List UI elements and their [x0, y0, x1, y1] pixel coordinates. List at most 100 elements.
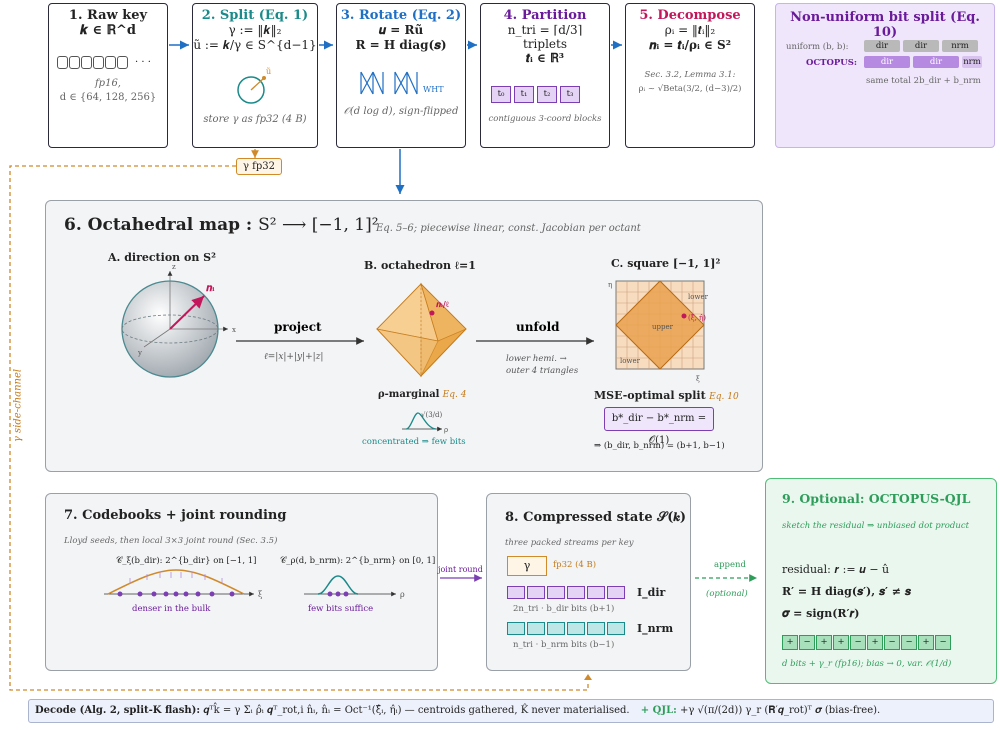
- mse-formula-box: b*_dir − b*_nrm = 𝒪(1): [604, 407, 714, 446]
- partition-formula-1: n_tri = ⌈d/3⌉: [507, 23, 583, 37]
- decode-label: Decode (Alg. 2, split-K flash):: [35, 705, 201, 716]
- codebook-xi-label: 𝒞_ξ(b_dir): 2^{b_dir} on [−1, 1]: [116, 556, 257, 566]
- unfold-note-2: outer 4 triangles: [506, 366, 579, 376]
- unfold-label: unfold: [516, 320, 560, 334]
- compressed-subtitle: three packed streams per key: [505, 538, 634, 548]
- inrm-stream: [507, 622, 625, 635]
- raw-key-title: 1. Raw key: [68, 8, 148, 23]
- codebook-rho-label: 𝒞_ρ(d, b_nrm): 2^{b_nrm} on [0, 1]: [280, 556, 436, 566]
- idir-note: 2n_tri · b_dir bits (b+1): [513, 604, 615, 614]
- rotate-formula-2: 𝐑 = 𝐇 diag(𝒔): [355, 38, 447, 52]
- qjl-decode-label: + QJL:: [640, 705, 677, 716]
- project-label: project: [274, 320, 322, 334]
- bit-cell: nrm: [962, 56, 982, 68]
- axis-x: x: [232, 326, 236, 334]
- partition-formula-2: triplets: [523, 37, 567, 51]
- nonuniform-row2-label: OCTOPUS:: [806, 58, 857, 68]
- unit-circle-icon: ũ: [237, 67, 271, 104]
- idir-label: 𝐈_dir: [637, 586, 666, 599]
- codebooks-panel: 7. Codebooks + joint rounding Lloyd seed…: [45, 493, 438, 671]
- sphere-icon: z x y 𝒏ᵢ: [121, 263, 236, 378]
- top-arrows: [169, 40, 622, 194]
- bit-cell: dir: [864, 56, 910, 68]
- b-title: B. octahedron ℓ=1: [364, 259, 476, 272]
- nonuniform-panel: Non-uniform bit split (Eq. 10) uniform (…: [775, 3, 995, 148]
- square-grid-icon: (ξ̂, η̂) upper lower lower η ξ: [608, 280, 709, 383]
- bit-cell: nrm: [942, 40, 978, 52]
- nonuniform-row1: dir dir nrm: [864, 40, 978, 52]
- joint-round-label: joint round: [438, 565, 483, 574]
- split-formula-1: γ := ‖𝒌‖₂: [228, 23, 282, 37]
- rho-note: concentrated ⇒ few bits: [362, 437, 466, 447]
- triplet-cell: t₀: [491, 86, 511, 103]
- project-note: ℓ=|x|+|y|+|z|: [264, 352, 323, 362]
- mse-title: MSE-optimal split Eq. 10: [594, 389, 739, 402]
- unfold-note-1: lower hemi. →: [506, 354, 567, 364]
- octa-title: 6. Octahedral map : S² ⟶ [−1, 1]²: [64, 215, 379, 235]
- optional-label: (optional): [706, 589, 748, 599]
- split-note: store γ as fp32 (4 B): [203, 114, 307, 125]
- codebooks-subtitle: Lloyd seeds, then local 3×3 joint round …: [64, 536, 278, 546]
- split-formula-2: ũ := 𝒌/γ ∈ S^{d−1}: [193, 38, 317, 52]
- sign-cell: −: [799, 635, 815, 650]
- rho-axis: ρ: [444, 426, 448, 434]
- raw-key-cells: · · ·: [57, 56, 167, 72]
- rho-sqrt: √(3/d): [421, 411, 442, 419]
- qjl-title: 9. Optional: OCTOPUS-QJL: [782, 491, 971, 506]
- bit-cell: dir: [913, 56, 959, 68]
- rotate-title: 3. Rotate (Eq. 2): [340, 8, 462, 23]
- codebook-xi-axis: ξ: [258, 590, 263, 599]
- butterfly-icon: WHT: [360, 71, 444, 95]
- wht-label: WHT: [423, 85, 444, 94]
- octa-subtitle: Eq. 5–6; piecewise linear, const. Jacobi…: [376, 223, 641, 234]
- qjl-note: d bits + γ_r (fp16); bias → 0, var. 𝒪(1/…: [782, 659, 952, 669]
- sign-cells: + − + + − + − − + −: [782, 635, 951, 650]
- decompose-note-1: Sec. 3.2, Lemma 3.1:: [644, 70, 736, 80]
- inrm-label: 𝐈_nrm: [637, 622, 674, 635]
- triplet-cells: t₀ t₁ t₂ t₃: [491, 86, 580, 103]
- append-arrow: [695, 574, 757, 582]
- nonuniform-row1-label: uniform (b, b):: [786, 42, 849, 52]
- raw-key-note2: d ∈ {64, 128, 256}: [59, 92, 157, 103]
- lower-label: lower: [688, 293, 709, 301]
- upper-label: upper: [652, 323, 674, 331]
- decompose-box: 5. Decompose ρᵢ = ‖𝒕ᵢ‖₂ 𝒏ᵢ = 𝒕ᵢ/ρᵢ ∈ S² …: [625, 3, 755, 148]
- decompose-note-2: ρᵢ ~ √Beta(3/2, (d−3)/2): [638, 84, 742, 94]
- rotate-formula-1: 𝒖 = 𝐑ũ: [378, 23, 424, 37]
- codebook-rho-axis: ρ: [400, 590, 405, 599]
- nonuniform-row2: dir dir nrm: [864, 56, 982, 68]
- eta-label: η: [608, 281, 612, 289]
- nonuniform-note: same total 2b_dir + b_nrm: [866, 76, 981, 86]
- sign-cell: −: [850, 635, 866, 650]
- sign-cell: −: [935, 635, 951, 650]
- gamma-stream-note: fp32 (4 B): [553, 560, 597, 570]
- decode-bar: Decode (Alg. 2, split-K flash): 𝒒ᵀk̂ = γ…: [28, 699, 994, 723]
- codebook-note-1: denser in the bulk: [132, 604, 211, 614]
- qjl-formula-1: residual: 𝒓 := 𝒖 − û: [782, 563, 890, 576]
- compressed-state-panel: 8. Compressed state 𝒮(𝒌) three packed st…: [486, 493, 691, 671]
- n-label: 𝒏ᵢ: [206, 283, 215, 294]
- triplet-cell: t₃: [560, 86, 580, 103]
- compressed-title: 8. Compressed state 𝒮(𝒌): [505, 510, 686, 525]
- qjl-panel: 9. Optional: OCTOPUS-QJL sketch the resi…: [765, 478, 997, 684]
- rotate-note: 𝒪(d log d), sign-flipped: [343, 106, 459, 117]
- codebook-note-2: few bits suffice: [308, 604, 374, 614]
- sign-cell: −: [901, 635, 917, 650]
- gamma-stream: γ: [507, 556, 547, 576]
- partition-title: 4. Partition: [503, 8, 587, 23]
- partition-note: contiguous 3-coord blocks: [488, 114, 602, 124]
- append-label: append: [714, 560, 746, 570]
- axis-y: y: [137, 349, 142, 357]
- mse-result: ⇒ (b_dir, b_nrm) = (b+1, b−1): [594, 441, 725, 451]
- codebook-figures: ξ ρ: [104, 569, 405, 599]
- split-box: 2. Split (Eq. 1) γ := ‖𝒌‖₂ ũ := 𝒌/γ ∈ S^…: [192, 3, 318, 148]
- side-channel-label: γ side-channel: [12, 368, 24, 443]
- joint-round-arrow: [440, 574, 482, 582]
- nonuniform-title: Non-uniform bit split (Eq. 10): [790, 10, 980, 40]
- triplet-cell: t₁: [514, 86, 534, 103]
- bit-cell: dir: [864, 40, 900, 52]
- partition-formula-3: 𝒕ᵢ ∈ ℝ³: [525, 51, 565, 65]
- sign-cell: +: [867, 635, 883, 650]
- n-over-l-label: 𝒏ᵢ/ℓ: [436, 299, 450, 309]
- rho-marginal-icon: √(3/d) ρ: [402, 411, 448, 434]
